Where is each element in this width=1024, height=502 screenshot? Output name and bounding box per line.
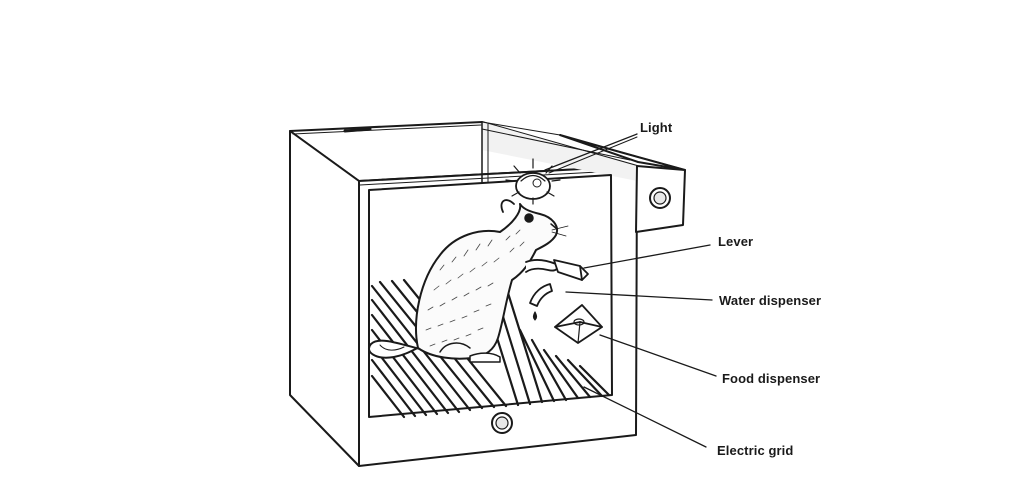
housing-knob-icon: [650, 188, 670, 208]
label-light: Light: [640, 120, 672, 135]
label-food-dispenser: Food dispenser: [722, 371, 820, 386]
label-lever: Lever: [718, 234, 753, 249]
front-knob-icon: [492, 413, 512, 433]
label-water-dispenser: Water dispenser: [719, 293, 821, 308]
label-electric-grid: Electric grid: [717, 443, 793, 458]
